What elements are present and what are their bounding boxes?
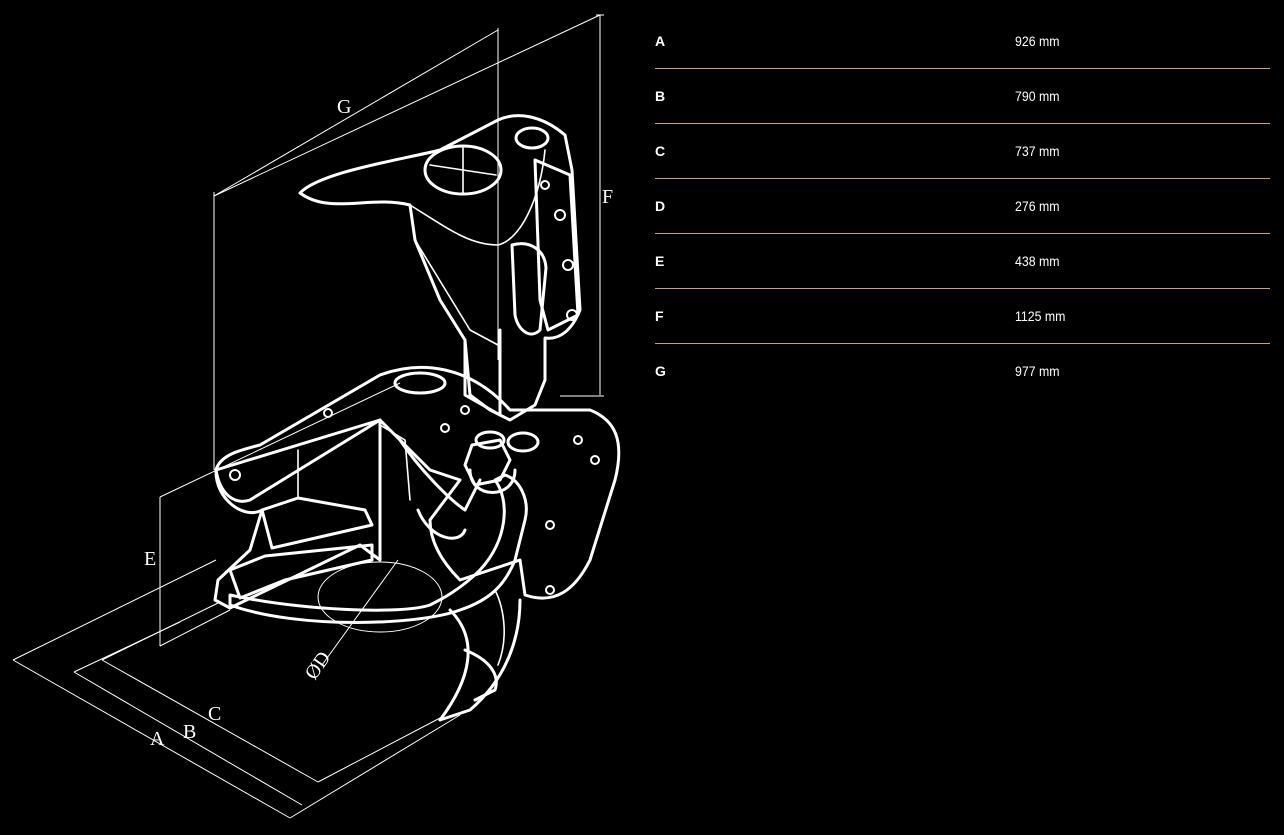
spec-key: F: [655, 308, 664, 324]
spec-key: A: [655, 33, 666, 49]
dim-label-d: ØD: [301, 648, 336, 684]
spec-key: B: [655, 88, 666, 104]
spec-value: 790 mm: [1015, 88, 1060, 104]
dimension-c: C: [101, 602, 441, 783]
spec-value: 1125 mm: [1015, 308, 1066, 324]
spec-row-f: F 1125 mm: [655, 289, 1270, 344]
spec-row-c: C 737 mm: [655, 124, 1270, 179]
spec-row-e: E 438 mm: [655, 234, 1270, 289]
dimension-b: B: [73, 621, 303, 806]
spec-value: 737 mm: [1015, 143, 1060, 159]
dim-label-e: E: [144, 548, 156, 570]
spec-value: 438 mm: [1015, 253, 1060, 269]
dimension-f: F: [560, 14, 613, 397]
spec-table: A 926 mm B 790 mm C 737 mm D 276 mm E 43…: [655, 14, 1270, 398]
spec-value: 276 mm: [1015, 198, 1060, 214]
dimension-e: E: [144, 382, 401, 647]
dimension-a: A: [12, 559, 461, 819]
rotator-line-drawing: G F E A B: [12, 14, 621, 819]
spec-key: C: [655, 143, 666, 159]
spec-value: 977 mm: [1015, 363, 1060, 379]
rotator-body: [213, 114, 621, 722]
dim-label-c: C: [208, 703, 221, 725]
spec-row-g: G 977 mm: [655, 344, 1270, 398]
technical-drawing: G F E A B: [0, 0, 640, 835]
dim-label-b: B: [183, 721, 196, 743]
dim-label-f: F: [602, 186, 613, 208]
spec-row-b: B 790 mm: [655, 69, 1270, 124]
spec-value: 926 mm: [1015, 33, 1060, 49]
dim-label-g: G: [337, 96, 351, 118]
spec-key: G: [655, 363, 666, 379]
spec-row-a: A 926 mm: [655, 14, 1270, 69]
spec-row-d: D 276 mm: [655, 179, 1270, 234]
spec-key: D: [655, 198, 666, 214]
dim-label-a: A: [150, 728, 165, 750]
dimension-g: G: [213, 14, 601, 470]
spec-key: E: [655, 253, 665, 269]
